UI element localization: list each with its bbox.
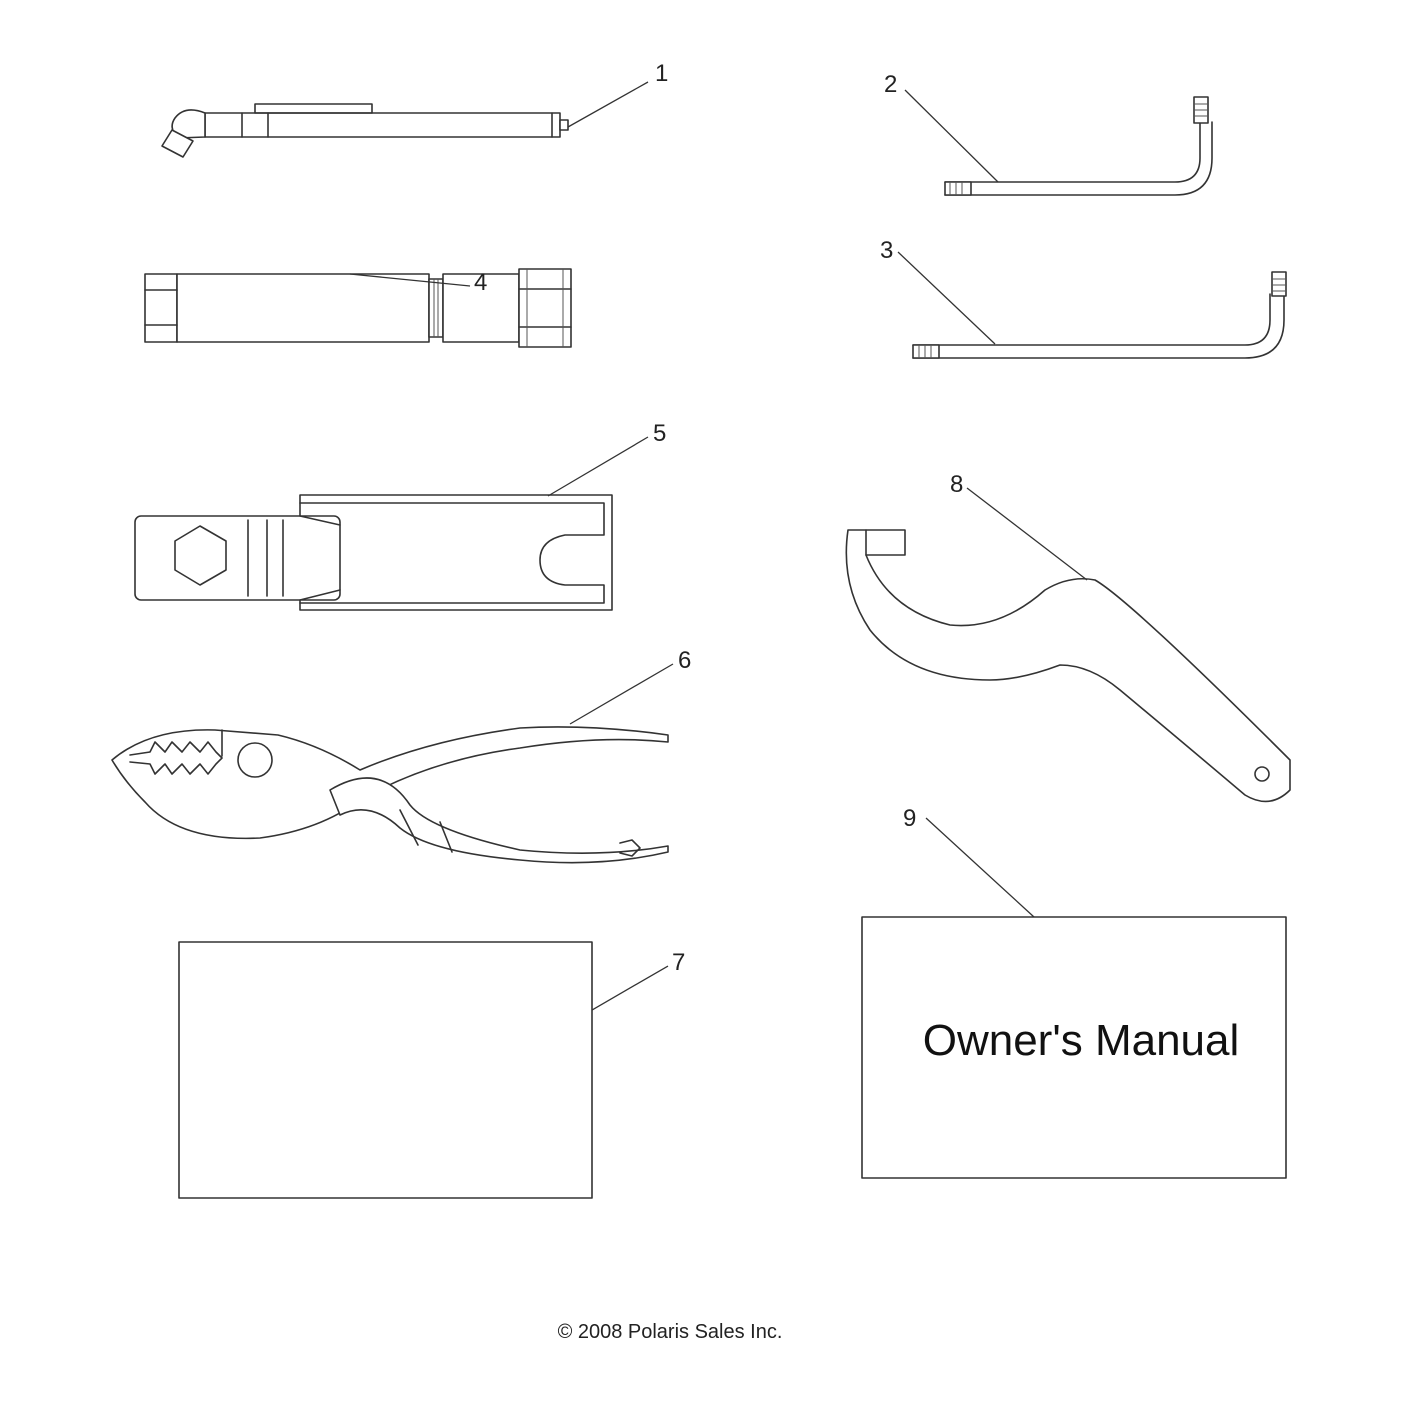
callout-5: 5 xyxy=(547,420,666,497)
callout-8-label: 8 xyxy=(950,471,963,498)
part-2-l-key xyxy=(944,96,1213,196)
callout-6-label: 6 xyxy=(678,647,691,674)
callout-1-label: 1 xyxy=(655,60,668,87)
callout-2: 2 xyxy=(884,71,999,183)
part-7-blank-card xyxy=(178,941,593,1199)
callout-2-label: 2 xyxy=(884,71,897,98)
part-8-spanner-wrench xyxy=(845,529,1291,803)
part-6-pliers xyxy=(111,726,669,864)
part-3-l-key xyxy=(912,271,1287,359)
callout-7: 7 xyxy=(591,949,685,1011)
part-1-tire-gauge xyxy=(161,103,569,158)
owners-manual-title: Owner's Manual xyxy=(923,1016,1240,1065)
part-9-owners-manual: Owner's Manual xyxy=(861,916,1287,1179)
callout-3-label: 3 xyxy=(880,237,893,264)
callout-6: 6 xyxy=(569,647,691,725)
callout-4: 4 xyxy=(349,269,487,296)
callout-9-label: 9 xyxy=(903,805,916,832)
callout-3: 3 xyxy=(880,237,996,345)
callout-9: 9 xyxy=(903,805,1035,918)
callout-8: 8 xyxy=(950,471,1088,581)
callout-4-label: 4 xyxy=(474,269,487,296)
callout-1: 1 xyxy=(567,60,668,128)
callout-7-label: 7 xyxy=(672,949,685,976)
part-4-socket-wrench xyxy=(144,268,572,348)
part-5-hex-wrench xyxy=(134,494,613,611)
copyright-notice: © 2008 Polaris Sales Inc. xyxy=(558,1321,783,1343)
callout-5-label: 5 xyxy=(653,420,666,447)
